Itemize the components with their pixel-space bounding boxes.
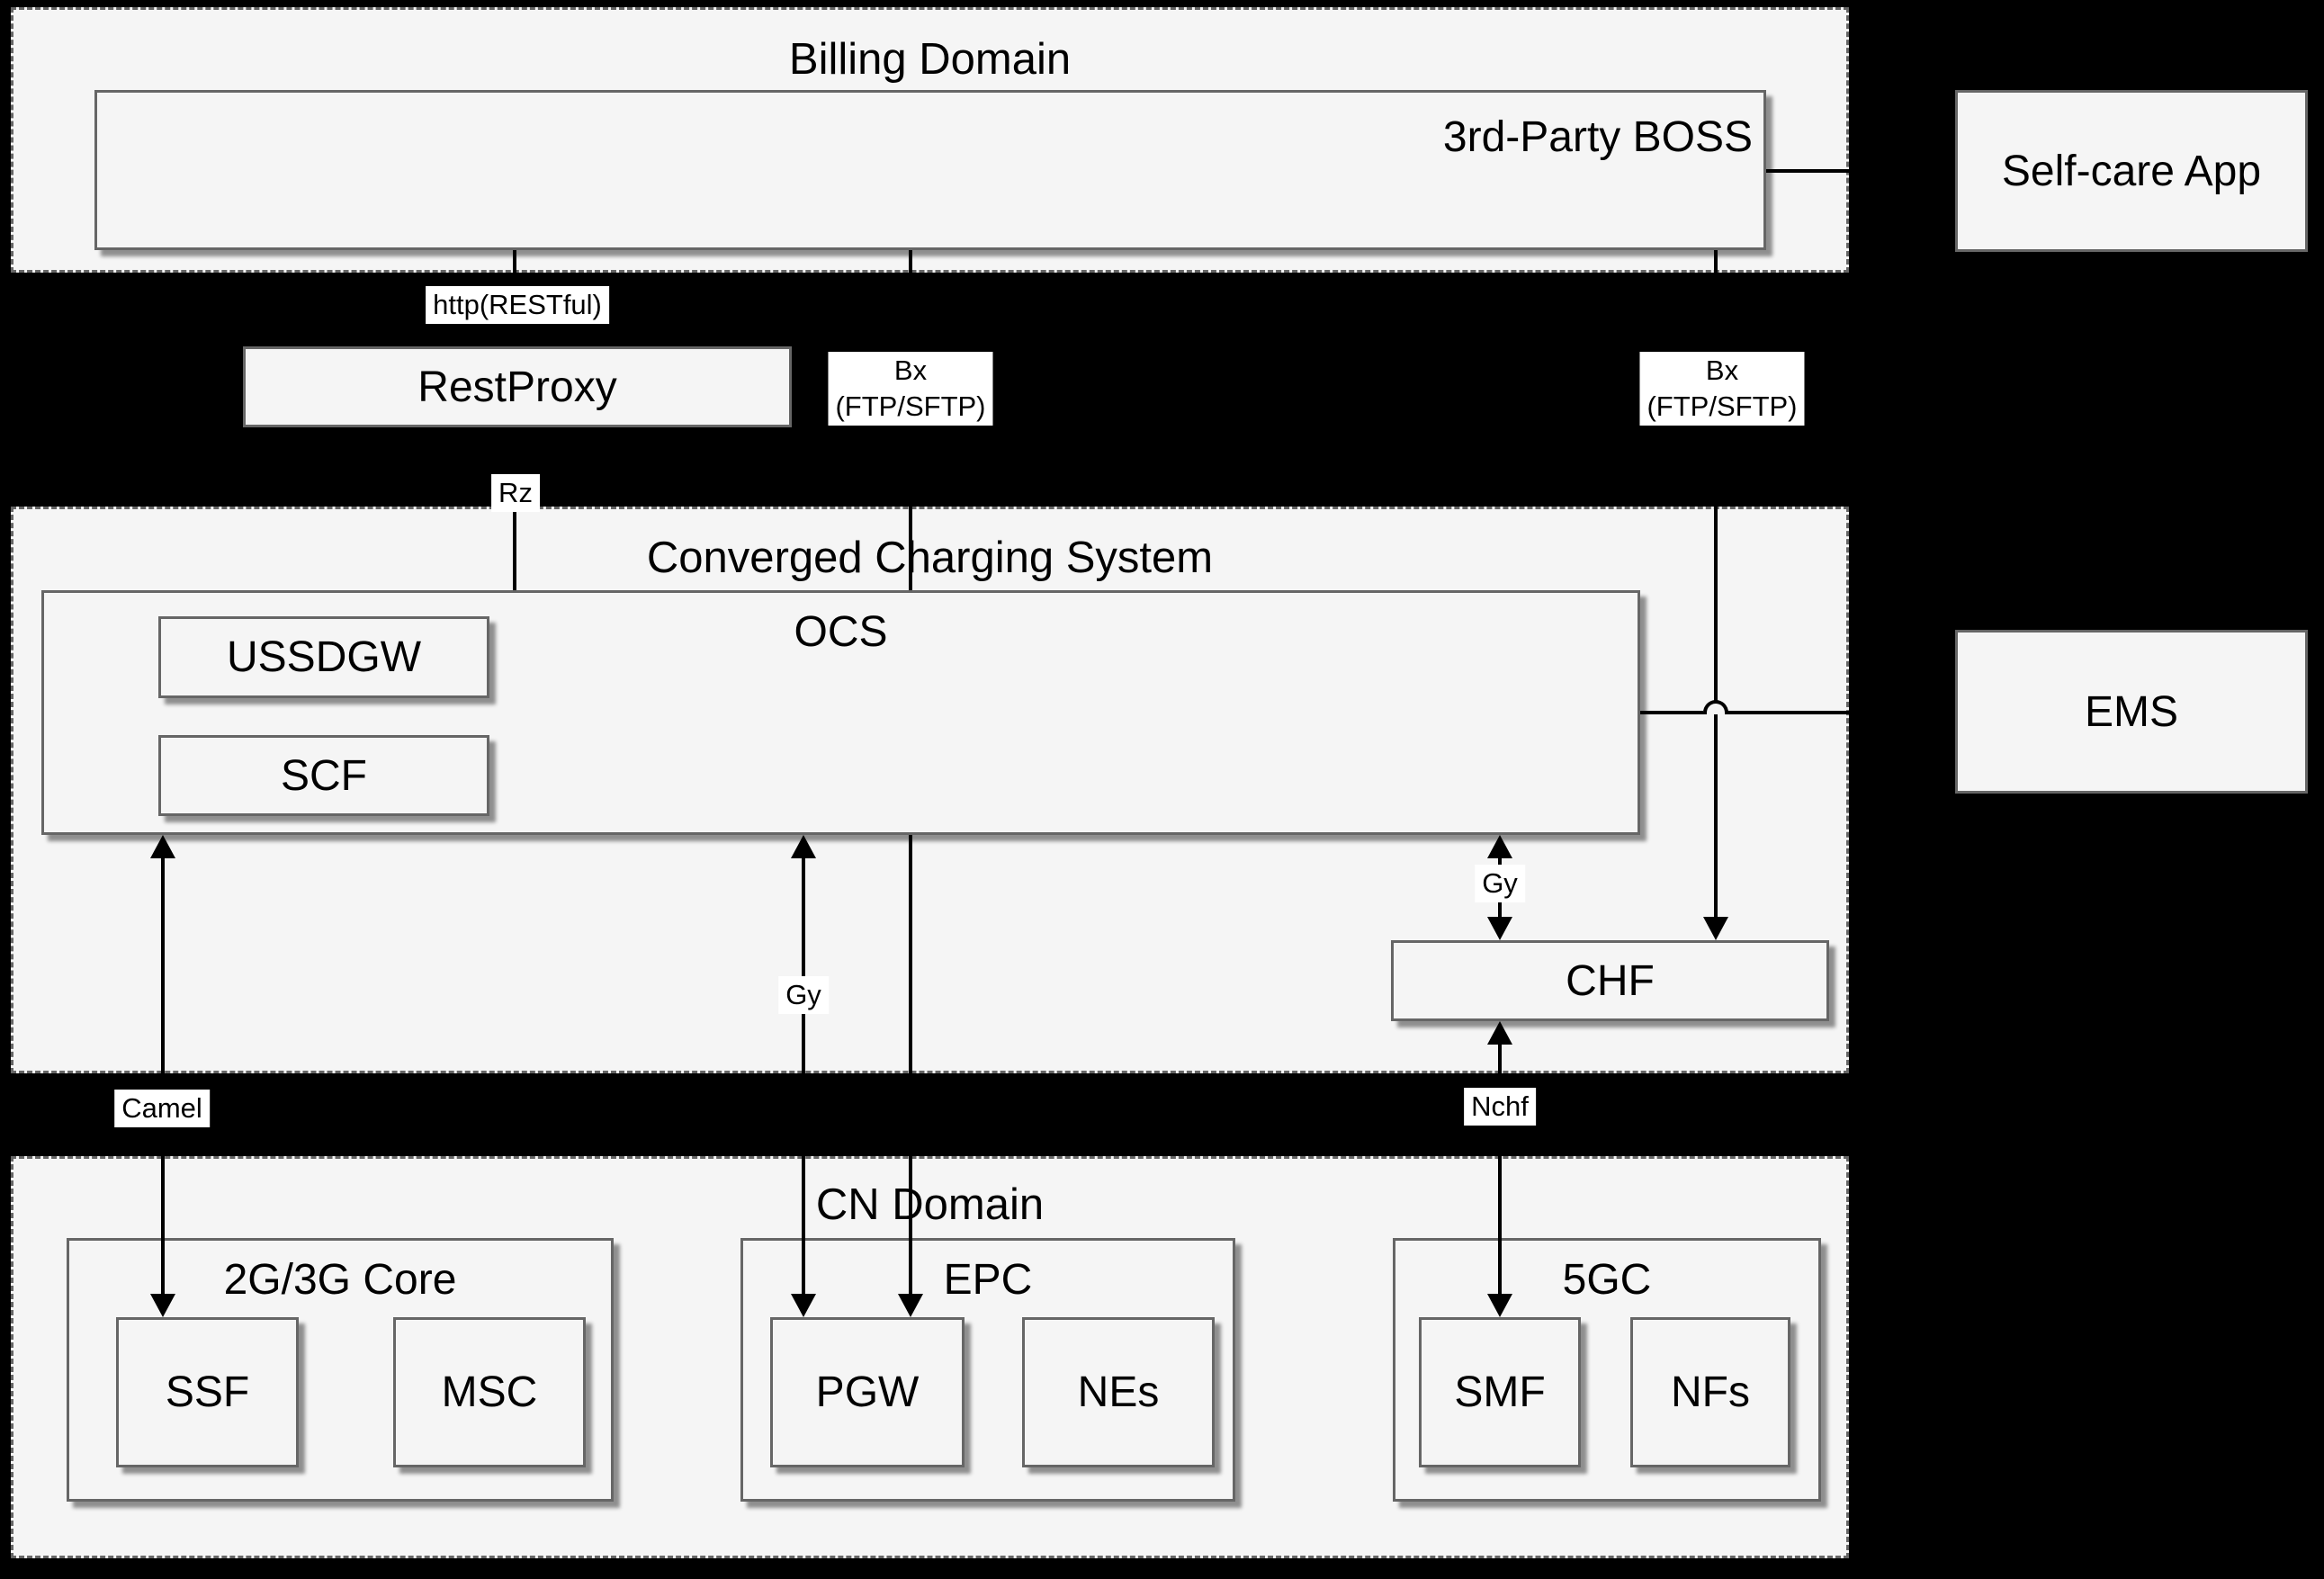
arrowhead-down-pgw-right bbox=[898, 1294, 923, 1317]
node-msc-label: MSC bbox=[441, 1368, 538, 1416]
node-pgw: PGW bbox=[770, 1317, 965, 1467]
edge-label-camel: Camel bbox=[114, 1090, 210, 1127]
arrowhead-up-chf-nchf bbox=[1487, 1021, 1512, 1045]
node-msc: MSC bbox=[393, 1317, 586, 1467]
node-smf: SMF bbox=[1419, 1317, 1581, 1467]
arrowhead-down-chf-gy bbox=[1487, 917, 1512, 940]
connector-boss-chf-bx-lower bbox=[1714, 714, 1718, 919]
arrowhead-up-ocs-gy-pgw bbox=[791, 835, 816, 858]
connector-boss-selfcare bbox=[1766, 169, 1955, 173]
connector-ocs-ems-right bbox=[1727, 711, 1955, 714]
edge-label-bx-right-line1: Bx bbox=[1705, 354, 1739, 386]
group-2g3g-core-label: 2G/3G Core bbox=[223, 1256, 457, 1304]
arrowhead-down-ssf-camel bbox=[150, 1294, 175, 1317]
node-chf-label: CHF bbox=[1566, 956, 1655, 1005]
node-ussdgw: USSDGW bbox=[158, 616, 489, 698]
connector-chf-smf-nchf bbox=[1498, 1043, 1502, 1296]
node-self-care-app-label: Self-care App bbox=[2001, 147, 2262, 195]
edge-label-bx-right-line2: (FTP/SFTP) bbox=[1647, 390, 1798, 422]
converged-charging-system-title: Converged Charging System bbox=[646, 534, 1214, 582]
edge-label-bx-right: Bx (FTP/SFTP) bbox=[1639, 352, 1805, 426]
node-restproxy-label: RestProxy bbox=[417, 363, 617, 411]
edge-label-http-restful: http(RESTful) bbox=[426, 286, 609, 324]
connector-boss-chf-bx-upper bbox=[1714, 250, 1718, 702]
edge-label-gy-ocs-pgw: Gy bbox=[778, 976, 829, 1014]
edge-label-bx-left: Bx (FTP/SFTP) bbox=[828, 352, 993, 426]
group-5gc-label: 5GC bbox=[1562, 1256, 1652, 1304]
cn-domain-title: CN Domain bbox=[815, 1180, 1045, 1229]
node-3rd-party-boss: 3rd-Party BOSS bbox=[94, 90, 1766, 250]
node-nes-label: NEs bbox=[1077, 1368, 1160, 1416]
node-ssf: SSF bbox=[116, 1317, 299, 1467]
node-nes: NEs bbox=[1022, 1317, 1215, 1467]
node-pgw-label: PGW bbox=[815, 1368, 920, 1416]
node-3rd-party-boss-label: 3rd-Party BOSS bbox=[1442, 113, 1753, 161]
group-epc-label: EPC bbox=[943, 1256, 1033, 1304]
connector-ocs-ssf-camel bbox=[161, 855, 165, 1296]
node-ems-label: EMS bbox=[2084, 687, 2178, 736]
connector-ocs-pgw-line bbox=[909, 835, 912, 1296]
billing-domain-title: Billing Domain bbox=[788, 35, 1072, 84]
arrowhead-up-ocs-camel bbox=[150, 835, 175, 858]
node-ocs-label: OCS bbox=[794, 608, 888, 656]
connector-line-hop bbox=[1703, 700, 1728, 714]
node-restproxy: RestProxy bbox=[243, 346, 792, 427]
node-ssf-label: SSF bbox=[165, 1368, 250, 1416]
edge-label-bx-left-line2: (FTP/SFTP) bbox=[835, 390, 986, 422]
arrowhead-down-smf-nchf bbox=[1487, 1294, 1512, 1317]
edge-label-nchf: Nchf bbox=[1464, 1088, 1536, 1126]
edge-label-gy-ocs-chf: Gy bbox=[1475, 865, 1525, 902]
node-ems: EMS bbox=[1955, 630, 2308, 794]
node-self-care-app: Self-care App bbox=[1955, 90, 2308, 252]
node-nfs-label: NFs bbox=[1671, 1368, 1750, 1416]
arrowhead-up-ocs-gy-chf bbox=[1487, 835, 1512, 858]
node-scf-label: SCF bbox=[281, 751, 367, 800]
node-scf: SCF bbox=[158, 735, 489, 816]
edge-label-rz: Rz bbox=[491, 474, 540, 512]
edge-label-bx-left-line1: Bx bbox=[893, 354, 928, 386]
connector-ocs-pgw-gy bbox=[802, 855, 805, 1296]
node-ussdgw-label: USSDGW bbox=[227, 633, 421, 681]
arrowhead-down-pgw-gy bbox=[791, 1294, 816, 1317]
node-smf-label: SMF bbox=[1454, 1368, 1546, 1416]
node-nfs: NFs bbox=[1630, 1317, 1790, 1467]
connector-ocs-ems-left bbox=[1640, 711, 1703, 714]
arrowhead-down-chf bbox=[1703, 917, 1728, 940]
node-chf: CHF bbox=[1391, 940, 1829, 1021]
